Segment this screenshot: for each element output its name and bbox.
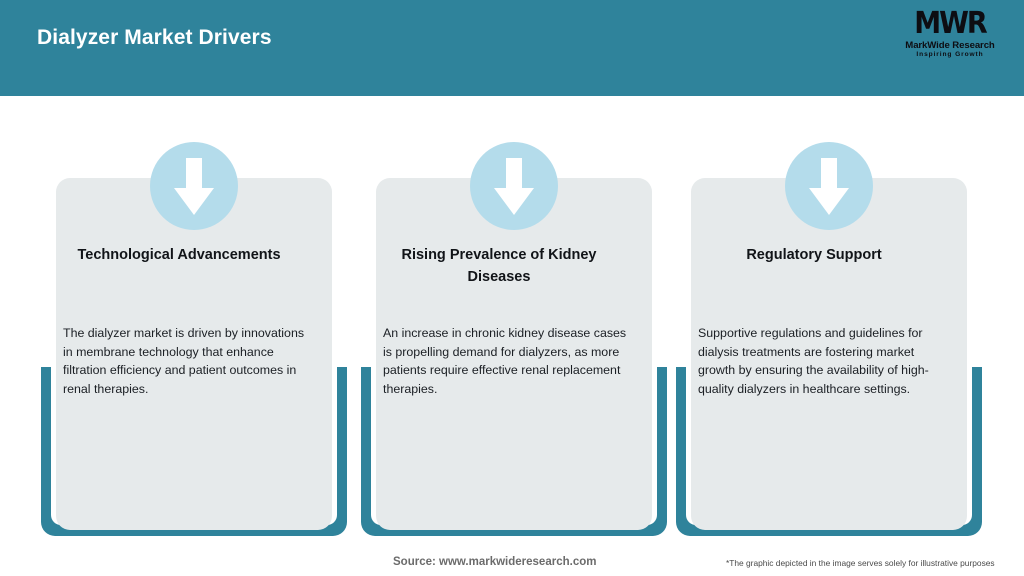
- page-title: Dialyzer Market Drivers: [37, 26, 272, 49]
- card-panel: [56, 178, 332, 530]
- down-arrow-icon: [785, 142, 873, 230]
- driver-card-2[interactable]: Rising Prevalence of Kidney Diseases An …: [361, 96, 667, 546]
- card-title: Technological Advancements: [77, 247, 281, 263]
- card-panel: [691, 178, 967, 530]
- driver-card-3[interactable]: Regulatory Support Supportive regulation…: [676, 96, 982, 546]
- disclaimer-note: *The graphic depicted in the image serve…: [726, 558, 995, 568]
- card-title: Regulatory Support: [746, 247, 882, 263]
- card-description: The dialyzer market is driven by innovat…: [63, 326, 305, 396]
- down-arrow-icon: [150, 142, 238, 230]
- source-label: Source: www.markwideresearch.com: [393, 556, 597, 568]
- driver-card-1[interactable]: Technological Advancements The dialyzer …: [41, 96, 347, 546]
- card-description: Supportive regulations and guidelines fo…: [698, 326, 929, 396]
- card-panel: [376, 178, 652, 530]
- card-title: Rising Prevalence of Kidney Diseases: [401, 247, 597, 285]
- markwide-research-logo: MWR MarkWide Research Inspiring Growth: [890, 6, 1010, 67]
- logo-company-name: MarkWide Research: [905, 40, 995, 51]
- driver-cards-row: Technological Advancements The dialyzer …: [0, 96, 1024, 546]
- logo-monogram: MWR: [914, 6, 987, 41]
- card-description: An increase in chronic kidney disease ca…: [383, 326, 627, 396]
- header-band: Dialyzer Market Drivers MWR MarkWide Res…: [0, 0, 1024, 96]
- down-arrow-icon: [470, 142, 558, 230]
- logo-tagline: Inspiring Growth: [916, 51, 984, 58]
